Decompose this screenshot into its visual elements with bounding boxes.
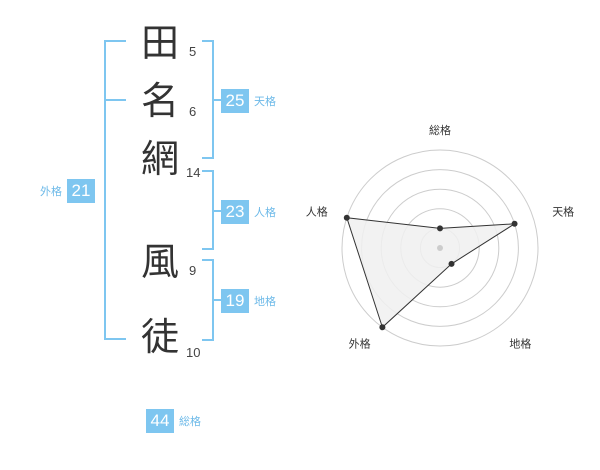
gaikaku-value: 21 xyxy=(67,179,95,203)
name-char-1: 田 xyxy=(140,21,179,65)
radar-axis-label-5: 人格 xyxy=(306,205,328,219)
name-char-5: 徒 xyxy=(140,315,179,359)
radar-center-dot xyxy=(437,245,443,251)
chikaku-value: 19 xyxy=(221,289,249,313)
radar-point-3 xyxy=(448,260,455,267)
tenkaku-bracket xyxy=(202,40,214,159)
jinkaku-label: 人格 xyxy=(254,206,276,219)
name-char-2: 名 xyxy=(140,79,179,123)
chikaku-bracket xyxy=(202,259,214,341)
gaikaku-label: 外格 xyxy=(40,185,62,198)
stroke-count-3: 14 xyxy=(186,165,201,180)
tenkaku-badge: 25 天格 xyxy=(221,89,276,113)
radar-axis-label-4: 外格 xyxy=(349,337,371,351)
soukaku-label: 総格 xyxy=(179,415,201,428)
jinkaku-value: 23 xyxy=(221,200,249,224)
stroke-count-1: 5 xyxy=(189,44,197,59)
gaikaku-bracket-mid-tick xyxy=(104,99,126,101)
radar-axis-label-2: 天格 xyxy=(552,205,574,219)
stroke-count-4: 9 xyxy=(189,263,197,278)
tenkaku-label: 天格 xyxy=(254,95,276,108)
chikaku-label: 地格 xyxy=(254,295,276,308)
stroke-count-2: 6 xyxy=(189,104,197,119)
chikaku-bracket-tick xyxy=(214,299,222,301)
radar-point-1 xyxy=(437,225,443,232)
radar-point-4 xyxy=(379,324,386,331)
radar-point-5 xyxy=(343,214,350,221)
jinkaku-bracket xyxy=(202,170,214,250)
name-char-3: 網 xyxy=(140,137,179,181)
radar-axis-label-3: 地格 xyxy=(509,337,531,351)
stroke-count-5: 10 xyxy=(186,345,201,360)
radar-point-2 xyxy=(511,220,518,227)
jinkaku-bracket-tick xyxy=(214,210,222,212)
soukaku-badge: 44 総格 xyxy=(146,409,201,433)
radar-data-polygon xyxy=(346,217,515,329)
soukaku-value: 44 xyxy=(146,409,174,433)
gaikaku-bracket xyxy=(104,40,126,340)
radar-axis-label-1: 総格 xyxy=(429,123,451,137)
gaikaku-badge: 外格 21 xyxy=(40,179,95,203)
chikaku-badge: 19 地格 xyxy=(221,289,276,313)
jinkaku-badge: 23 人格 xyxy=(221,200,276,224)
tenkaku-value: 25 xyxy=(221,89,249,113)
name-char-4: 風 xyxy=(140,240,179,284)
tenkaku-bracket-tick xyxy=(214,99,222,101)
